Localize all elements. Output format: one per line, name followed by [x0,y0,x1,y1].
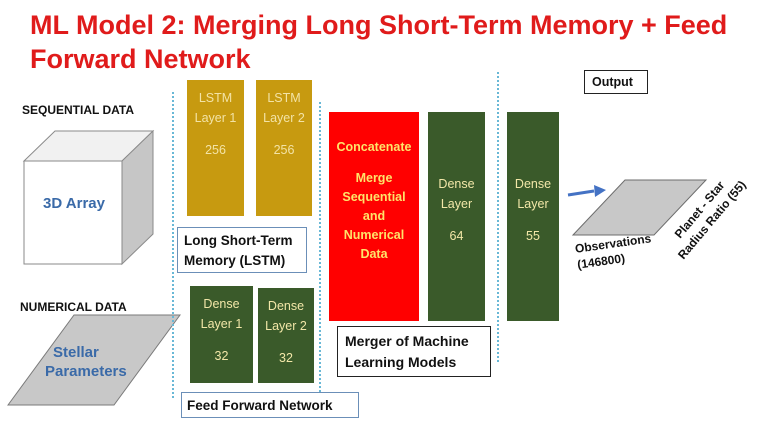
lstm-caption-box: Long Short-Term Memory (LSTM) [177,227,307,273]
arrow-right-icon [567,185,606,197]
numerical-data-label: NUMERICAL DATA [20,300,127,314]
merger-caption-box: Merger of Machine Learning Models [337,326,491,377]
3d-array-cube [22,129,155,266]
stellar-parameters-plane [7,314,181,406]
ffn-dense-layer-1: Dense Layer 1 32 [190,286,253,383]
3d-array-label: 3D Array [43,195,105,212]
divider-input [172,92,174,398]
output-label-box: Output [584,70,648,94]
lstm-layer-2: LSTM Layer 2 256 [256,80,312,216]
dense-layer-64: Dense Layer 64 [428,112,485,321]
stellar-parameters-label: Stellar Parameters [45,344,127,380]
output-plane [571,179,708,236]
concatenate-block: Concatenate Merge Sequential and Numeric… [329,112,419,321]
ffn-caption-box: Feed Forward Network [181,392,359,418]
ffn-dense-layer-2: Dense Layer 2 32 [258,288,314,383]
divider-lstm-ffn [319,102,321,392]
divider-merge [497,72,499,362]
page-title: ML Model 2: Merging Long Short-Term Memo… [30,10,728,74]
lstm-layer-1: LSTM Layer 1 256 [187,80,244,216]
output-dense-layer-55: Dense Layer 55 [507,112,559,321]
sequential-data-label: SEQUENTIAL DATA [22,103,135,117]
